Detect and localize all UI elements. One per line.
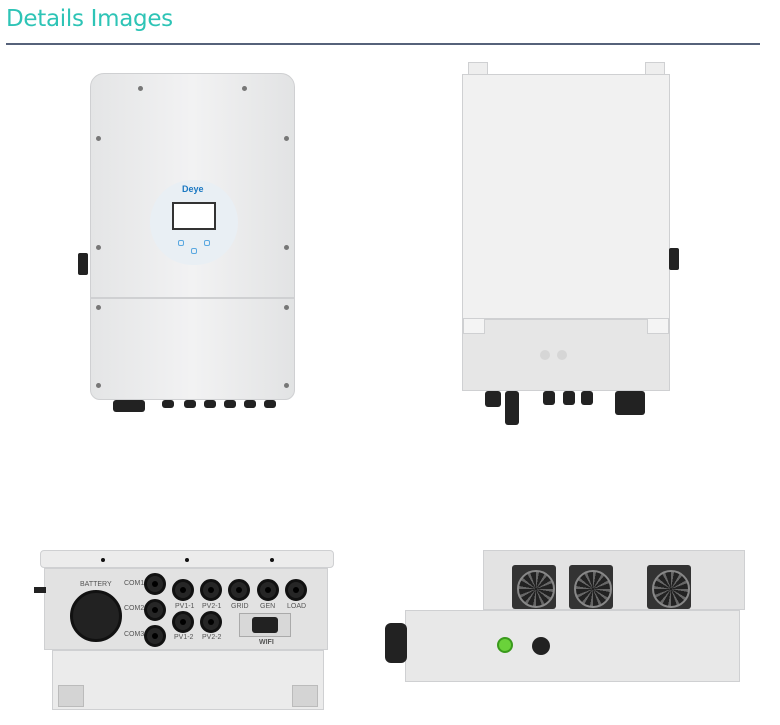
product-image-side[interactable] bbox=[380, 545, 750, 690]
display-panel: Deye bbox=[150, 180, 238, 265]
label-load: LOAD bbox=[287, 603, 307, 610]
label-com3: COM3 bbox=[124, 631, 145, 638]
label-pv2-2: PV2-2 bbox=[202, 634, 222, 641]
label-gen: GEN bbox=[260, 603, 276, 610]
label-com2: COM2 bbox=[124, 605, 145, 612]
section-divider bbox=[6, 43, 760, 45]
label-pv1-2: PV1-2 bbox=[174, 634, 194, 641]
label-pv1-1: PV1-1 bbox=[175, 603, 195, 610]
product-image-front[interactable]: Deye bbox=[78, 70, 298, 415]
product-image-back[interactable] bbox=[455, 58, 685, 433]
label-com1: COM1 bbox=[124, 580, 145, 587]
label-pv2-1: PV2-1 bbox=[202, 603, 222, 610]
brand-logo: Deye bbox=[182, 184, 204, 194]
product-image-bottom[interactable]: BATTERY COM1 COM2 COM3 PV1-1 PV2-1 GRID … bbox=[30, 545, 340, 715]
lcd-screen bbox=[172, 202, 216, 230]
label-wifi: WIFI bbox=[259, 639, 274, 646]
label-battery: BATTERY bbox=[80, 581, 112, 588]
label-grid: GRID bbox=[231, 603, 249, 610]
section-title: Details Images bbox=[6, 6, 173, 32]
